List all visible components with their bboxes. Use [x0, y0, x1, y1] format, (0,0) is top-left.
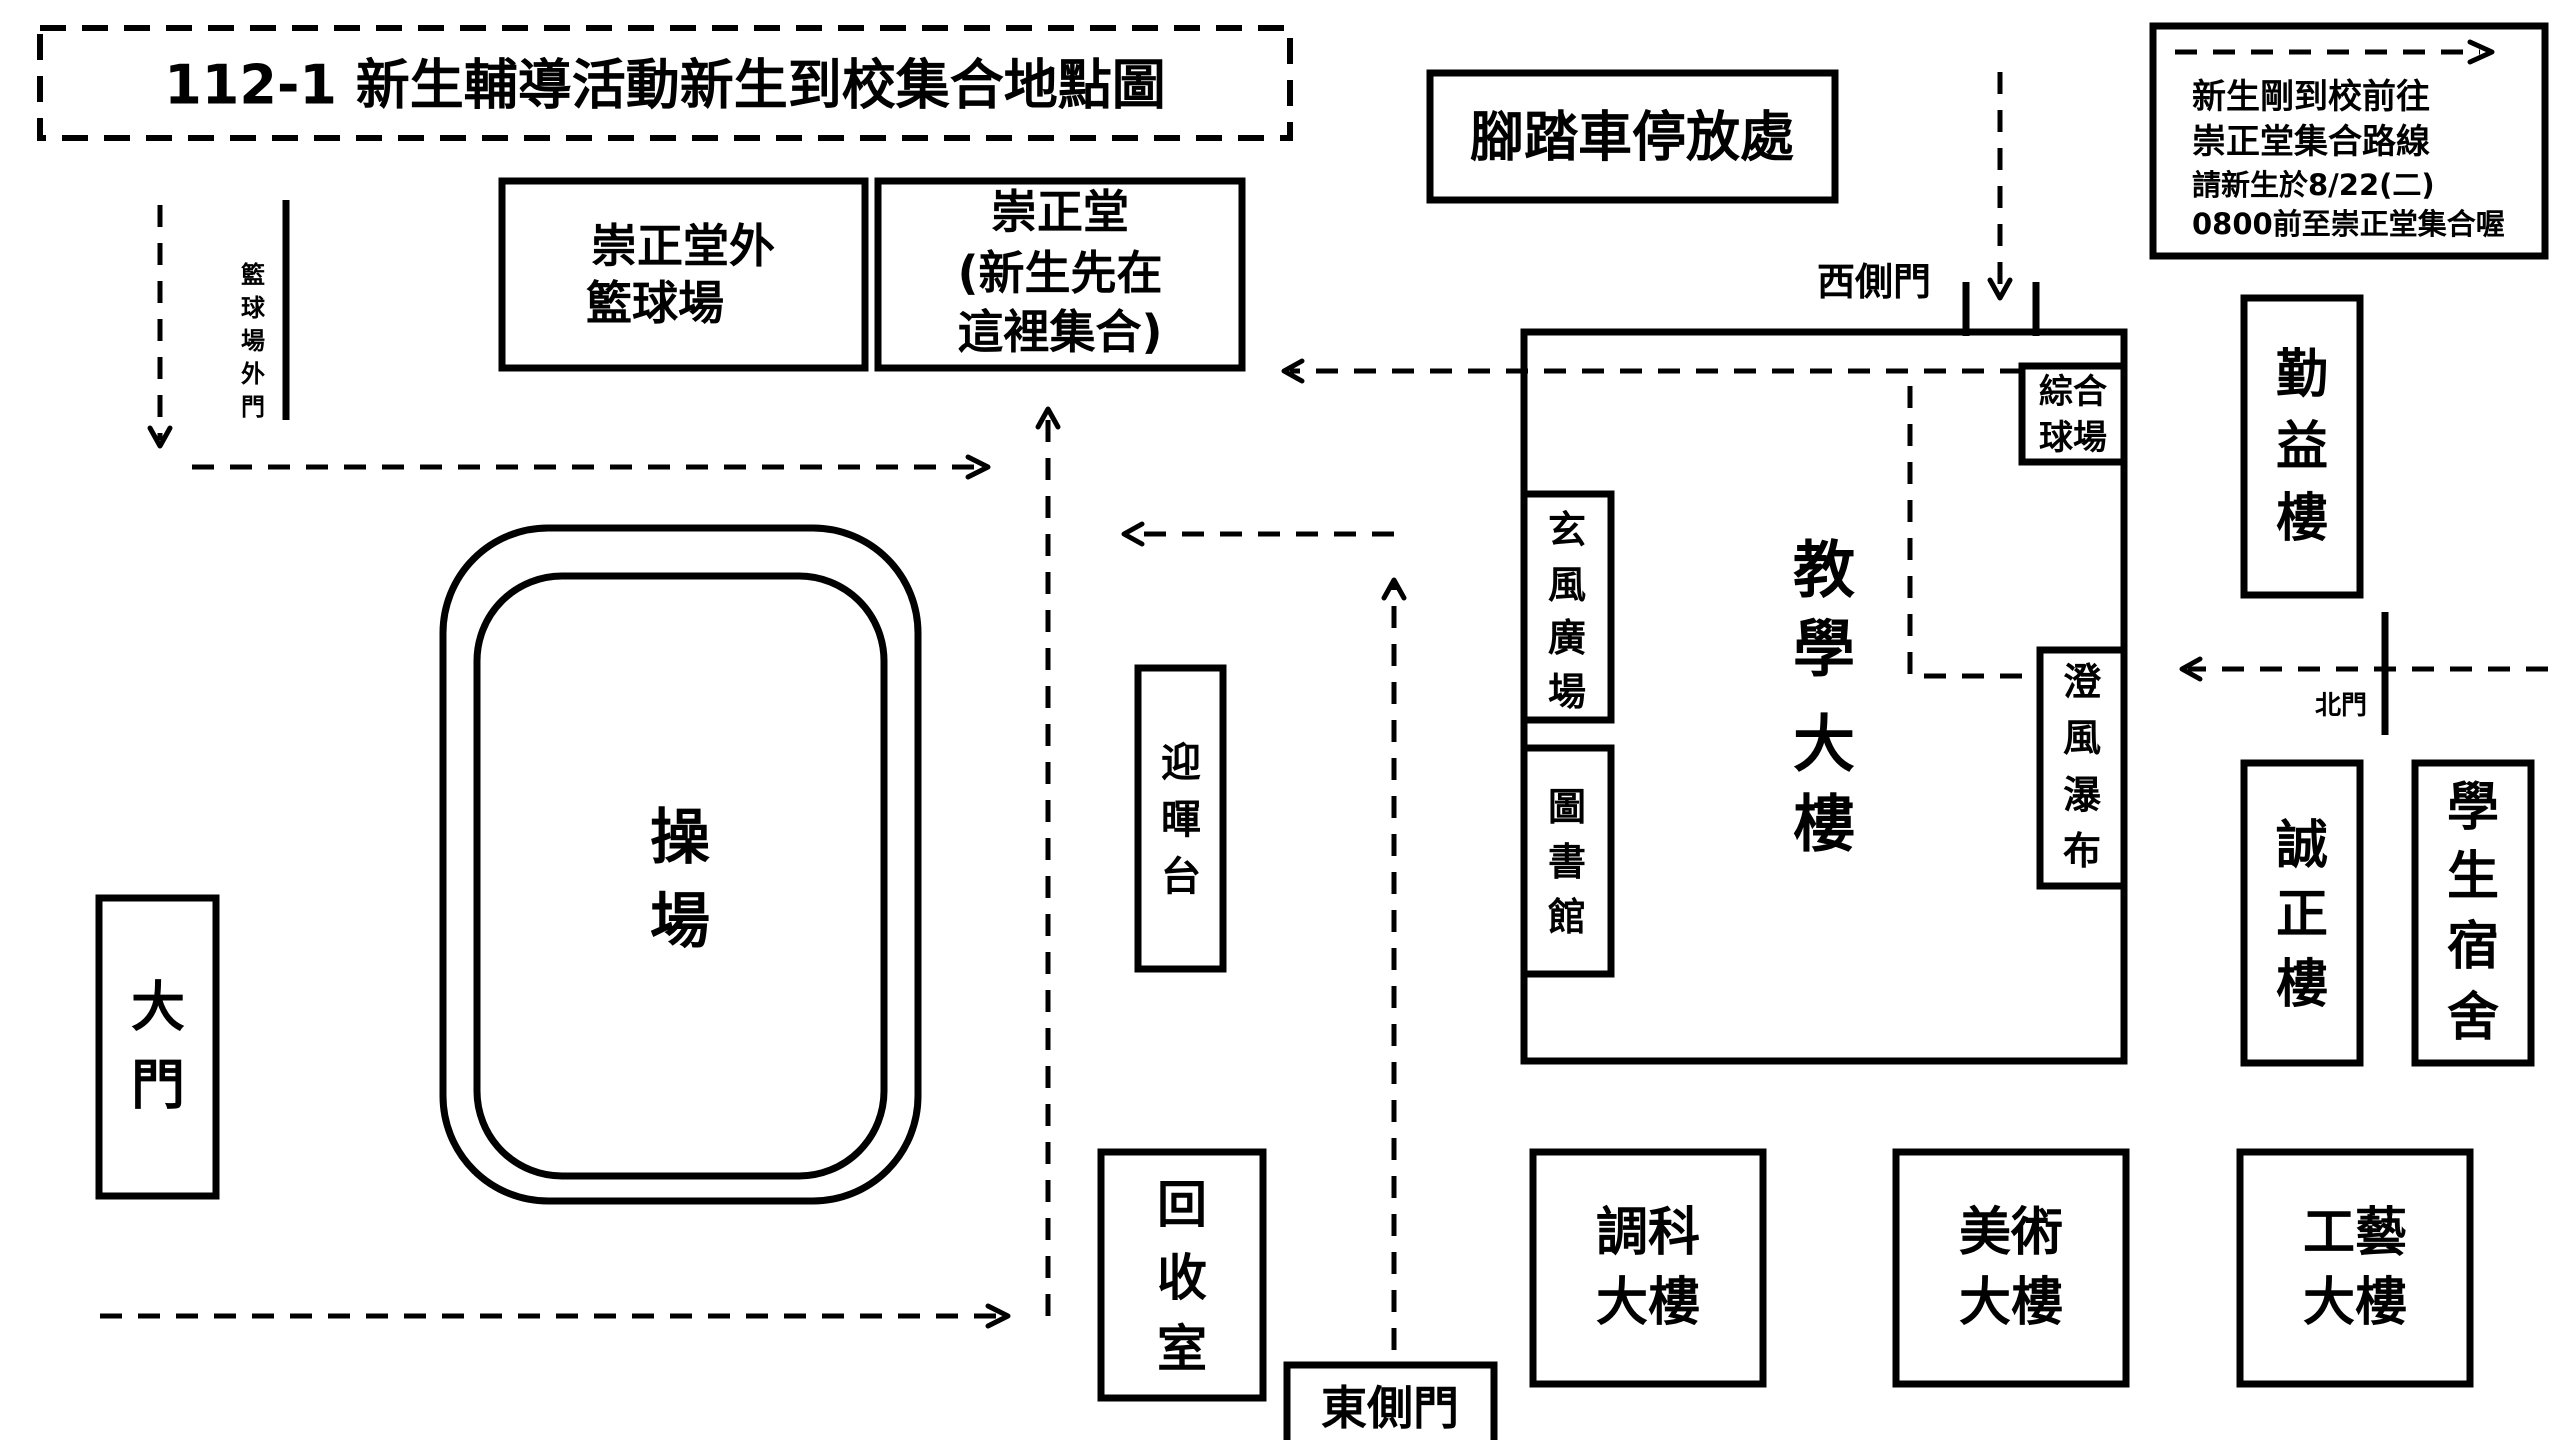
craft-building [2236, 1148, 2474, 1388]
dormitory [2411, 759, 2535, 1067]
legend-line-3: 請新生於8/22(二) [2192, 168, 2435, 202]
inner-route [1907, 386, 2036, 679]
playground-label-1: 操 [650, 803, 710, 873]
east-side-gate-label: 東側門 [1321, 1381, 1459, 1435]
teaching-building-label-2: 學 [1793, 613, 1855, 686]
arrowhead-right [985, 1303, 1011, 1329]
chongzheng-hall-line-3: 這裡集合) [957, 305, 1162, 359]
main-gate-label-1: 大 [131, 976, 185, 1039]
arrowhead-down [147, 425, 173, 449]
legend-arrowhead [2467, 39, 2495, 65]
north-gate-label: 北門 [2315, 691, 2367, 721]
chengzheng-building [2240, 759, 2364, 1067]
xuanfeng-plaza-label-3: 廣 [1548, 616, 1586, 660]
east-side-gate [1283, 1361, 1498, 1440]
legend-line-2: 崇正堂集合路線 [2192, 122, 2430, 162]
tiaoke-building-label-2: 大樓 [1596, 1273, 1700, 1333]
main-gate [95, 894, 220, 1200]
teaching-building-label-1: 教 [1793, 534, 1855, 607]
chongzheng-hall-line-1: 崇正堂 [991, 185, 1129, 239]
chengfeng-waterfall-label-1: 澄 [2063, 660, 2102, 704]
chengfeng-waterfall-label-4: 布 [2063, 829, 2101, 873]
library-label-3: 館 [1548, 895, 1586, 939]
chengzheng-building-label-2: 正 [2276, 885, 2328, 945]
playground-track-inner [473, 572, 888, 1180]
sports-court-label-1: 綜合 [2039, 372, 2107, 412]
library [1520, 744, 1615, 978]
teaching-building-label-4: 樓 [1793, 788, 1855, 861]
yinghui-stage-label-3: 台 [1161, 854, 1201, 900]
title-frame [37, 25, 1293, 141]
library-label-2: 書 [1548, 840, 1586, 884]
svg-text:球: 球 [241, 294, 266, 322]
legend-line-4: 0800前至崇正堂集合喔 [2192, 207, 2505, 241]
craft-building-label-2: 大樓 [2303, 1273, 2407, 1333]
arrowhead-down [1987, 277, 2013, 301]
xuanfeng-plaza [1520, 490, 1615, 724]
chengzheng-building-label-1: 誠 [2276, 816, 2328, 876]
svg-text:籃: 籃 [241, 261, 265, 289]
arrowhead-left [1281, 358, 1305, 384]
bike-parking-label: 腳踏車停放處 [1470, 106, 1794, 169]
art-building-label-2: 大樓 [1959, 1273, 2063, 1333]
art-building-label-1: 美術 [1959, 1203, 2063, 1263]
svg-text:外: 外 [241, 360, 265, 388]
arrowhead-up [1381, 577, 1407, 601]
recycling-room-label-1: 回 [1157, 1176, 1207, 1234]
sports-court [2018, 362, 2128, 466]
west-side-gate-label: 西側門 [1817, 260, 1931, 304]
arrowhead-left [2179, 656, 2203, 682]
legend-box [2149, 22, 2549, 260]
yinghui-stage [1134, 664, 1227, 973]
yinghui-stage-label-2: 暉 [1161, 797, 1201, 843]
tiaoke-building [1529, 1148, 1767, 1388]
recycling-room-label-2: 收 [1157, 1249, 1207, 1307]
chongzheng-hall [874, 177, 1246, 372]
bike-parking [1426, 69, 1839, 204]
basketball-outer-gate-label: 籃 球 場 外 門 [241, 261, 266, 421]
tiaoke-building-label-1: 調科 [1596, 1203, 1700, 1263]
xuanfeng-plaza-label-2: 風 [1548, 563, 1586, 607]
basketball-court-line-1: 崇正堂外 [591, 219, 775, 273]
recycling-room-label-3: 室 [1157, 1320, 1207, 1378]
recycling-room [1097, 1148, 1267, 1402]
chengfeng-waterfall [2036, 646, 2128, 890]
map-title: 112-1 新生輔導活動新生到校集合地點圖 [164, 54, 1166, 117]
craft-building-label-1: 工藝 [2303, 1203, 2407, 1263]
dormitory-label-4: 舍 [2447, 988, 2499, 1048]
qinyi-building-label-1: 勤 [2276, 345, 2328, 405]
svg-text:場: 場 [241, 327, 265, 355]
arrowhead-right [965, 454, 991, 480]
sports-court-label-2: 球場 [2039, 418, 2107, 458]
xuanfeng-plaza-label-1: 玄 [1548, 508, 1586, 552]
basketball-court [498, 177, 869, 372]
svg-text:門: 門 [241, 393, 265, 421]
art-building [1892, 1148, 2130, 1388]
chengfeng-waterfall-label-2: 風 [2063, 716, 2101, 760]
chongzheng-hall-line-2: (新生先在 [957, 246, 1162, 300]
arrowhead-left [1121, 521, 1145, 547]
main-gate-label-2: 門 [131, 1054, 185, 1117]
chengzheng-building-label-3: 樓 [2276, 955, 2328, 1015]
chengfeng-waterfall-label-3: 瀑 [2063, 773, 2102, 817]
arrowhead-up [1035, 406, 1061, 430]
teaching-building-label-3: 大 [1793, 708, 1855, 781]
legend-line-1: 新生剛到校前往 [2192, 77, 2430, 117]
dormitory-label-1: 學 [2447, 778, 2499, 838]
qinyi-building-label-3: 樓 [2276, 489, 2328, 549]
dormitory-label-2: 生 [2447, 847, 2499, 907]
yinghui-stage-label-1: 迎 [1161, 740, 1201, 786]
playground-label-2: 場 [650, 887, 710, 957]
dormitory-label-3: 宿 [2447, 917, 2499, 977]
qinyi-building [2240, 294, 2364, 599]
library-label-1: 圖 [1548, 785, 1586, 829]
basketball-court-line-2: 籃球場 [586, 276, 724, 330]
qinyi-building-label-2: 益 [2276, 417, 2328, 477]
xuanfeng-plaza-label-4: 場 [1548, 670, 1586, 714]
